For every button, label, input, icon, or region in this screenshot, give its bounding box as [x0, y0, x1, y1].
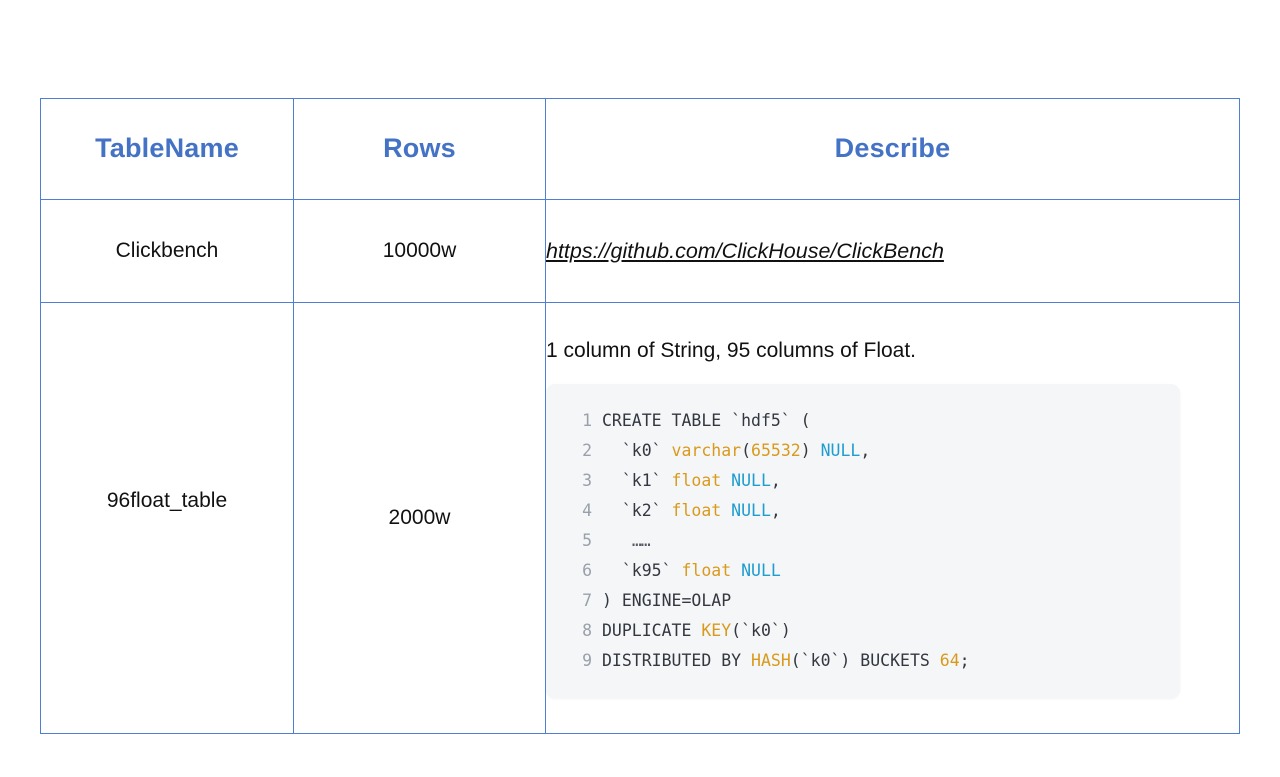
code-line: 5 …… — [546, 526, 1180, 556]
cell-rows-clickbench: 10000w — [293, 199, 546, 303]
tablename-value: Clickbench — [115, 239, 219, 263]
code-token-type: float — [671, 471, 722, 491]
code-token-plain: , — [770, 501, 781, 521]
code-token-null: NULL — [741, 561, 781, 581]
code-line-number: 3 — [582, 471, 592, 491]
code-token-type: varchar — [671, 441, 742, 461]
code-line-number: 5 — [582, 531, 592, 551]
code-token-plain: , — [770, 471, 781, 491]
column-header-tablename: TableName — [40, 98, 294, 200]
clickbench-url-link[interactable]: https://github.com/ClickHouse/ClickBench — [546, 238, 944, 263]
code-line: 3 `k1` float NULL, — [546, 466, 1180, 496]
code-token-plain: `k0` — [602, 441, 672, 461]
code-token-plain — [602, 531, 632, 550]
code-token-plain: DISTRIBUTED BY — [602, 651, 752, 671]
describe-note: 1 column of String, 95 columns of Float. — [546, 338, 917, 362]
code-token-plain: ( — [741, 441, 752, 461]
column-header-tablename-label: TableName — [95, 133, 239, 164]
table-row: 96float_table 2000w 1 column of String, … — [40, 302, 1240, 734]
code-token-plain: (`k0`) BUCKETS — [790, 651, 940, 671]
code-line-number: 8 — [582, 621, 592, 641]
cell-describe-96float: 1 column of String, 95 columns of Float.… — [545, 302, 1240, 734]
cell-describe-clickbench: https://github.com/ClickHouse/ClickBench — [545, 199, 1240, 303]
code-line: 9 DISTRIBUTED BY HASH(`k0`) BUCKETS 64; — [546, 646, 1180, 676]
code-token-plain: `k1` — [602, 471, 672, 491]
code-line: 2 `k0` varchar(65532) NULL, — [546, 436, 1180, 466]
column-header-rows: Rows — [293, 98, 546, 200]
table-header: TableName Rows Describe — [40, 98, 1240, 200]
code-token-plain — [721, 501, 731, 520]
code-line-number: 6 — [582, 561, 592, 581]
tablename-value: 96float_table — [106, 489, 228, 513]
code-token-num: 64 — [939, 651, 960, 671]
code-token-plain: ; — [959, 651, 970, 671]
code-line: 7 ) ENGINE=OLAP — [546, 586, 1180, 616]
code-token-plain: , — [860, 441, 871, 461]
code-token-null: NULL — [731, 501, 771, 521]
spec-table: TableName Rows Describe Clickbench 10000… — [40, 98, 1240, 734]
rows-value: 2000w — [388, 506, 451, 530]
code-line: 4 `k2` float NULL, — [546, 496, 1180, 526]
code-token-dots: …… — [631, 531, 651, 551]
code-token-plain: `k2` — [602, 501, 672, 521]
cell-tablename-96float: 96float_table — [40, 302, 294, 734]
code-token-plain: DUPLICATE — [602, 621, 702, 641]
code-token-plain: ) — [800, 441, 821, 461]
column-header-describe: Describe — [545, 98, 1240, 200]
column-header-rows-label: Rows — [383, 133, 456, 164]
code-line-number: 9 — [582, 651, 592, 671]
code-line-number: 2 — [582, 441, 592, 461]
code-token-plain: ) ENGINE=OLAP — [602, 591, 732, 611]
table-header-row: TableName Rows Describe — [40, 98, 1240, 200]
cell-rows-96float: 2000w — [293, 302, 546, 734]
cell-tablename-clickbench: Clickbench — [40, 199, 294, 303]
column-header-describe-label: Describe — [834, 133, 951, 164]
code-token-num: 65532 — [751, 441, 801, 461]
code-token-null: NULL — [820, 441, 861, 461]
code-token-kw: KEY — [701, 621, 732, 641]
code-token-type: float — [671, 501, 722, 521]
code-token-plain: (`k0`) — [731, 621, 791, 641]
code-line-number: 4 — [582, 501, 592, 521]
code-token-kw: HASH — [751, 651, 791, 671]
code-token-plain: `k95` — [602, 561, 682, 581]
table-body: Clickbench 10000w https://github.com/Cli… — [40, 199, 1240, 734]
code-token-plain — [731, 561, 741, 580]
code-token-plain — [721, 471, 731, 490]
code-line: 6 `k95` float NULL — [546, 556, 1180, 586]
code-line-number: 7 — [582, 591, 592, 611]
code-token-plain: CREATE TABLE `hdf5` ( — [602, 411, 811, 431]
code-token-null: NULL — [731, 471, 771, 491]
code-line: 8 DUPLICATE KEY(`k0`) — [546, 616, 1180, 646]
table-row: Clickbench 10000w https://github.com/Cli… — [40, 199, 1240, 303]
code-line: 1 CREATE TABLE `hdf5` ( — [546, 406, 1180, 436]
rows-value: 10000w — [382, 239, 457, 263]
code-line-number: 1 — [582, 411, 592, 431]
code-token-type: float — [681, 561, 732, 581]
